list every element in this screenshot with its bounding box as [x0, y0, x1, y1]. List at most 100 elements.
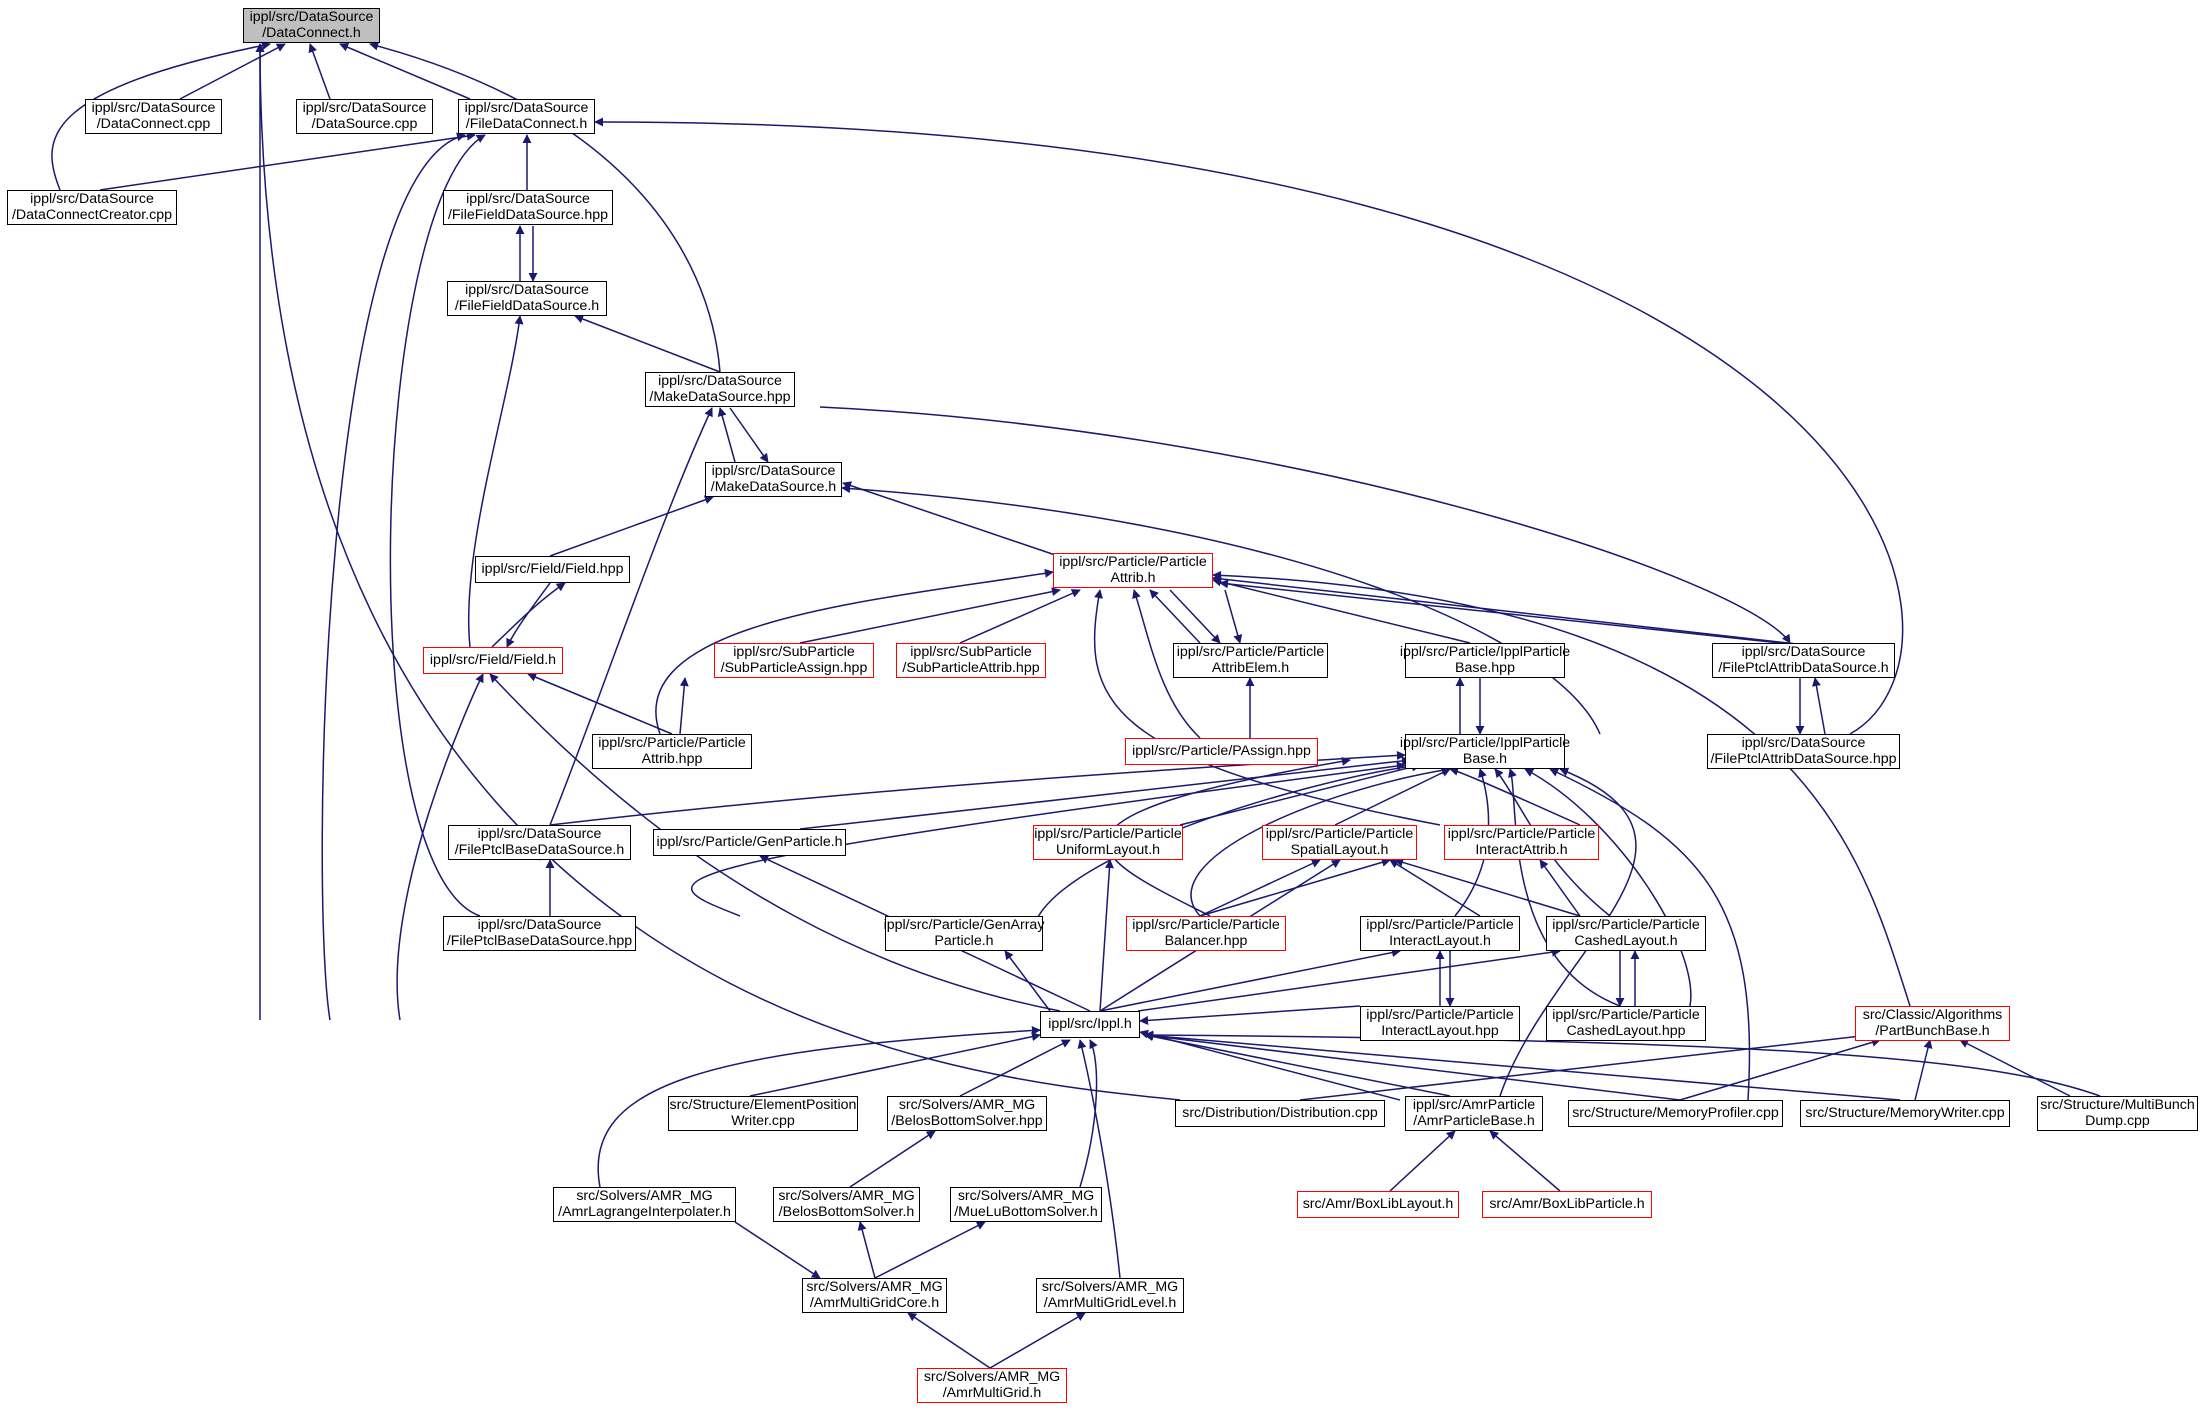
dependency-edge-66 — [1099, 859, 1114, 1012]
node-subparticleassign-hpp[interactable]: ippl/src/SubParticle/SubParticleAssign.h… — [714, 643, 874, 678]
node-distribution-cpp[interactable]: src/Distribution/Distribution.cpp — [1175, 1100, 1385, 1127]
node-dataconnectcreator-cpp[interactable]: ippl/src/DataSource/DataConnectCreator.c… — [7, 190, 177, 225]
node-memoryprofiler-cpp[interactable]: src/Structure/MemoryProfiler.cpp — [1568, 1100, 1783, 1127]
dependency-edge-48 — [1449, 767, 1581, 826]
node-makedatasource-hpp[interactable]: ippl/src/DataSource/MakeDataSource.hpp — [645, 372, 795, 407]
dependency-edge-88 — [1679, 1038, 1881, 1101]
node-muelubottomsolver-h[interactable]: src/Solvers/AMR_MG/MueLuBottomSolver.h — [950, 1187, 1102, 1222]
dependency-edge-34 — [679, 677, 689, 735]
node-field-h[interactable]: ippl/src/Field/Field.h — [423, 647, 563, 674]
dependency-edge-73 — [1137, 947, 1561, 1012]
dependency-edge-24 — [527, 672, 673, 735]
dependency-edge-96 — [857, 1221, 876, 1279]
node-filefielddatasource-hpp[interactable]: ippl/src/DataSource/FileFieldDataSource.… — [443, 190, 613, 225]
dependency-edge-4 — [369, 41, 721, 373]
dependency-edge-9 — [389, 134, 486, 917]
dependency-edge-29 — [1224, 589, 1243, 644]
dependency-edge-82 — [1144, 1032, 1451, 1097]
dependency-edge-83 — [1144, 1031, 1681, 1101]
dependency-edge-62 — [1199, 859, 1321, 917]
node-filefielddatasource-h[interactable]: ippl/src/DataSource/FileFieldDataSource.… — [447, 281, 607, 316]
dependency-edge-72 — [1099, 948, 1401, 1012]
dependency-edge-23 — [506, 582, 551, 648]
node-partbunchbase-h[interactable]: src/Classic/Algorithms/PartBunchBase.h — [1855, 1006, 2010, 1041]
dependency-edge-93 — [1389, 1130, 1456, 1192]
dependency-edge-100 — [989, 1312, 1086, 1369]
node-amrmultigridcore-h[interactable]: src/Solvers/AMR_MG/AmrMultiGridCore.h — [802, 1278, 947, 1313]
dependency-edge-89 — [1914, 1039, 1933, 1101]
node-belosbottomsolver-h[interactable]: src/Solvers/AMR_MG/BelosBottomSolver.h — [773, 1187, 920, 1222]
dependency-edge-8 — [321, 132, 466, 1021]
dependency-edge-20 — [842, 481, 1071, 561]
node-amrmultigridlevel-h[interactable]: src/Solvers/AMR_MG/AmrMultiGridLevel.h — [1036, 1278, 1184, 1313]
dependency-edge-98 — [734, 1221, 821, 1279]
node-fileptclbasedatasource-hpp[interactable]: ippl/src/DataSource/FilePtclBaseDataSour… — [443, 916, 636, 951]
node-fileptclattribdatasource-hpp[interactable]: ippl/src/DataSource/FilePtclAttribDataSo… — [1707, 734, 1900, 769]
node-ippl-h[interactable]: ippl/src/Ippl.h — [1040, 1011, 1140, 1038]
dependency-edge-36 — [1093, 589, 1441, 826]
dependency-edge-42 — [1811, 677, 1826, 735]
dependency-edge-22 — [491, 582, 566, 648]
node-memorywriter-cpp[interactable]: src/Structure/MemoryWriter.cpp — [1800, 1100, 2010, 1127]
dependency-edge-63 — [1389, 859, 1481, 917]
dependency-edge-16 — [729, 407, 769, 463]
node-dataconnect-h[interactable]: ippl/src/DataSource/DataConnect.h — [243, 8, 380, 43]
node-makedatasource-h[interactable]: ippl/src/DataSource/MakeDataSource.h — [705, 462, 842, 497]
dependency-edge-14 — [467, 315, 524, 648]
node-fileptclbasedatasource-h[interactable]: ippl/src/DataSource/FilePtclBaseDataSour… — [448, 825, 631, 860]
node-amrmultigrid-h[interactable]: src/Solvers/AMR_MG/AmrMultiGrid.h — [917, 1368, 1067, 1403]
node-field-hpp[interactable]: ippl/src/Field/Field.hpp — [475, 556, 630, 583]
node-subparticleattrib-hpp[interactable]: ippl/src/SubParticle/SubParticleAttrib.h… — [896, 643, 1046, 678]
dependency-edge-95 — [849, 1130, 936, 1188]
node-dataconnect-cpp[interactable]: ippl/src/DataSource/DataConnect.cpp — [85, 99, 222, 134]
dependency-edge-33 — [655, 568, 1054, 735]
dependency-edge-85 — [1144, 1030, 2101, 1097]
dependency-edge-3 — [339, 43, 471, 100]
node-passign-hpp[interactable]: ippl/src/Particle/PAssign.hpp — [1125, 738, 1318, 765]
node-belosbottomsolver-hpp[interactable]: src/Solvers/AMR_MG/BelosBottomSolver.hpp — [887, 1096, 1047, 1131]
dependency-edge-51 — [690, 761, 1406, 917]
dependency-edge-79 — [749, 1032, 1041, 1097]
node-datasource-cpp[interactable]: ippl/src/DataSource/DataSource.cpp — [296, 99, 433, 134]
dependency-edge-80 — [959, 1039, 1071, 1097]
dependency-edge-15 — [717, 407, 736, 463]
node-filedataconnect-h[interactable]: ippl/src/DataSource/FileDataConnect.h — [458, 99, 595, 134]
node-fileptclattribdatasource-h[interactable]: ippl/src/DataSource/FilePtclAttribDataSo… — [1712, 643, 1895, 678]
node-amrparticlebase-h[interactable]: ippl/src/AmrParticle/AmrParticleBase.h — [1405, 1096, 1543, 1131]
dependency-edge-2 — [308, 43, 331, 100]
dependency-edge-25 — [396, 673, 484, 1021]
node-boxliblayout-h[interactable]: src/Amr/BoxLibLayout.h — [1297, 1191, 1459, 1218]
dependency-edge-94 — [1489, 1130, 1561, 1192]
dependency-edge-86 — [255, 43, 1181, 1101]
dependency-edge-37 — [1212, 574, 1851, 651]
dependency-edge-56 — [1508, 768, 1621, 1007]
dependency-edge-59 — [1499, 767, 1637, 1097]
node-genparticle-h[interactable]: ippl/src/Particle/GenParticle.h — [653, 829, 846, 856]
dependency-edge-6 — [99, 131, 476, 191]
dependency-edge-64 — [1394, 858, 1581, 917]
dependency-edge-77 — [489, 673, 1061, 1012]
dependency-edge-18 — [549, 407, 713, 826]
node-boxlibparticle-h[interactable]: src/Amr/BoxLibParticle.h — [1482, 1191, 1652, 1218]
dependency-edge-87 — [1299, 1031, 1871, 1101]
dependency-edge-65 — [1539, 859, 1581, 917]
node-amrlagrangeinterpolater-h[interactable]: src/Solvers/AMR_MG/AmrLagrangeInterpolat… — [553, 1187, 736, 1222]
dependency-edge-1 — [179, 43, 286, 100]
